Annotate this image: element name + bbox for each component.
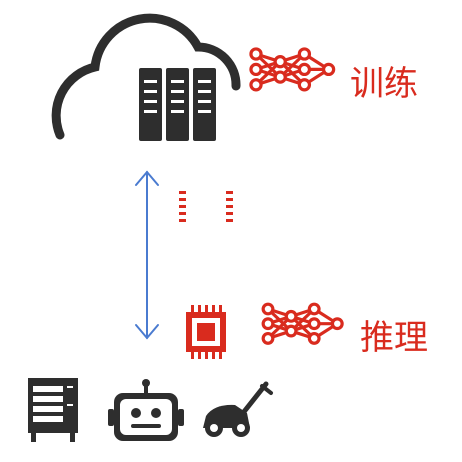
neural-network-icon (261, 302, 344, 345)
lawn-mower-icon (203, 381, 273, 437)
server-cabinet-icon (28, 378, 78, 442)
robot-icon (108, 379, 184, 441)
cloud-icon (51, 13, 241, 140)
bidirectional-arrow-icon (135, 170, 159, 340)
chip-icon (179, 191, 233, 359)
inference-label: 推理 (360, 318, 428, 358)
server-rack-icon (139, 68, 216, 141)
neural-network-icon (249, 47, 336, 92)
training-label: 训练 (350, 64, 418, 104)
